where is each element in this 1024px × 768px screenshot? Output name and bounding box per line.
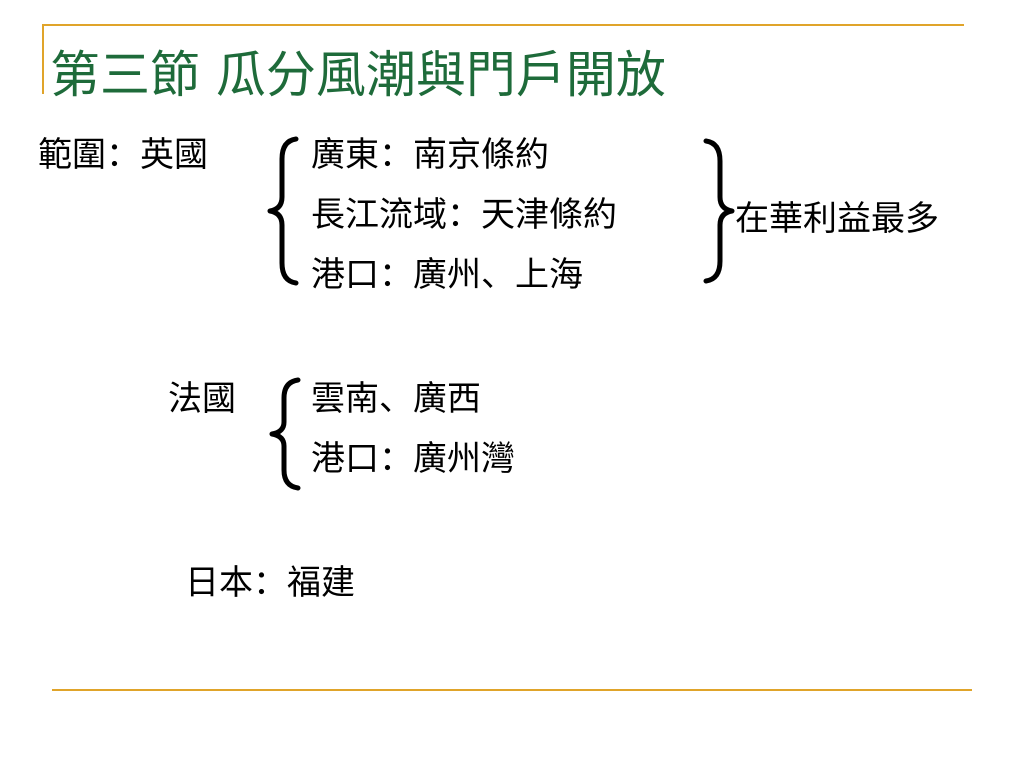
france-label: 法國 [168, 379, 236, 419]
france-left-brace [269, 377, 301, 491]
bottom-divider-line [52, 689, 972, 691]
japan-line: 日本：福建 [185, 563, 355, 603]
scope-label: 範圍： [38, 135, 140, 175]
britain-label: 英國 [140, 135, 208, 175]
britain-left-brace [267, 136, 299, 286]
britain-note: 在華利益最多 [735, 199, 939, 239]
france-item-1: 雲南、廣西 [311, 379, 481, 419]
britain-right-brace [703, 138, 735, 284]
france-item-2: 港口：廣州灣 [311, 439, 515, 479]
britain-item-3: 港口：廣州、上海 [311, 255, 583, 295]
britain-item-2: 長江流域：天津條約 [311, 195, 617, 235]
britain-item-1: 廣東：南京條約 [311, 135, 549, 175]
slide-title: 第三節 瓜分風潮與門戶開放 [50, 46, 666, 104]
top-divider-line [42, 24, 964, 26]
title-accent-line [42, 24, 44, 94]
